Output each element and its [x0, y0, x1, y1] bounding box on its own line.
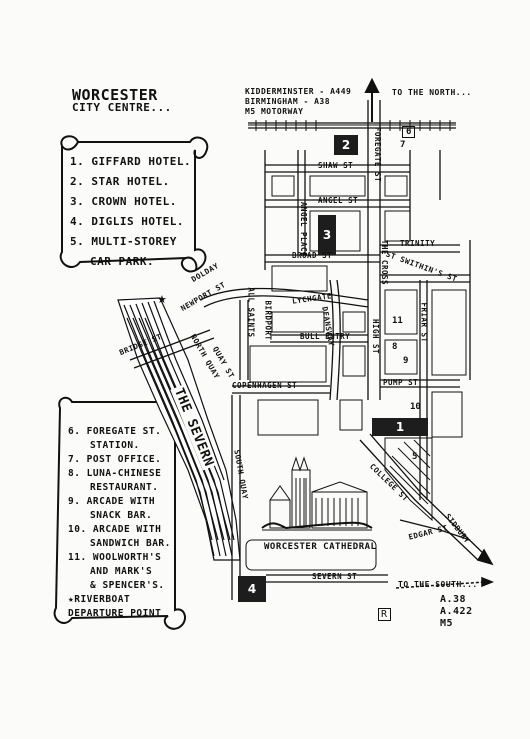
legend-item: 4. DIGLIS HOTEL. — [70, 215, 184, 228]
street-trinity: TRINITY — [400, 239, 436, 248]
marker-1: 1 — [372, 418, 428, 436]
street-bull-entry: BULL ENTRY — [300, 332, 351, 341]
street-grid — [129, 100, 487, 600]
street-shaw: SHAW ST — [318, 161, 354, 170]
legend-item: 1. GIFFARD HOTEL. — [70, 155, 192, 168]
map-subtitle: CITY CENTRE... — [72, 101, 172, 114]
legend-item: 8. LUNA-CHINESE — [68, 468, 162, 479]
street-the-cross: THE CROSS — [380, 239, 390, 286]
legend-item: ★RIVERBOAT — [68, 594, 131, 605]
street-angel-place: ANGEL PLACE — [299, 201, 309, 258]
legend-item: 9. ARCADE WITH — [68, 496, 156, 507]
legend-item: 2. STAR HOTEL. — [70, 175, 170, 188]
legend-item: STATION. — [90, 440, 140, 451]
marker-2: 2 — [334, 135, 358, 155]
legend-item: RESTAURANT. — [90, 482, 159, 493]
hotel-legend: 1. GIFFARD HOTEL. 2. STAR HOTEL. 3. CROW… — [70, 152, 191, 272]
riverboat-star: ★ — [157, 293, 167, 306]
road-label: A.422 — [440, 606, 473, 617]
legend-item: 5. MULTI-STOREY — [70, 235, 177, 248]
marker-6: 6 — [402, 126, 416, 138]
street-foregate: FOREGATE ST — [373, 126, 383, 183]
route-label: BIRMINGHAM - A38 — [245, 97, 331, 106]
street-severn: SEVERN ST — [312, 572, 358, 581]
legend-item: 11. WOOLWORTH'S — [68, 552, 162, 563]
street-broad: BROAD ST — [292, 251, 333, 260]
to-north-label: TO THE NORTH... — [392, 88, 472, 97]
places-legend: 6. FOREGATE ST. STATION. 7. POST OFFICE.… — [68, 425, 171, 621]
marker-10: 10 — [410, 402, 421, 412]
marker-4: 4 — [238, 576, 266, 602]
legend-scroll-places — [53, 396, 188, 630]
street-pump: PUMP ST — [383, 378, 419, 387]
street-copenhagen: COPENHAGEN ST — [232, 381, 298, 390]
street-all-saints: ALL SAINTS — [246, 287, 256, 338]
svg-text:★: ★ — [157, 293, 167, 306]
to-south-label: TO THE SOUTH... — [398, 580, 478, 589]
marker-5: 5 — [412, 452, 418, 462]
legend-item: CAR PARK. — [90, 255, 155, 268]
street-birdport: BIRDPORT — [263, 300, 273, 341]
marker-8: 8 — [392, 342, 398, 352]
map-title: WORCESTER — [72, 86, 158, 104]
north-routes: KIDDERMINSTER - A449 BIRMINGHAM - A38 M5… — [245, 87, 351, 117]
legend-item: 3. CROWN HOTEL. — [70, 195, 177, 208]
legend-item: 6. FOREGATE ST. — [68, 426, 162, 437]
railway-line — [248, 120, 456, 131]
legend-item: DEPARTURE POINT — [68, 608, 162, 619]
south-roads: A.38 A.422 M5 — [440, 594, 473, 630]
city-blocks — [245, 175, 467, 571]
road-label: A.38 — [440, 594, 467, 605]
south-arrow — [395, 548, 495, 589]
cathedral-label: WORCESTER CATHEDRAL — [264, 542, 377, 552]
giffard-hatch — [384, 437, 433, 522]
street-friar: FRIAR ST — [419, 302, 429, 343]
legend-item: & SPENCER'S. — [90, 580, 165, 591]
artist-mark: R — [378, 608, 391, 621]
marker-9: 9 — [403, 356, 409, 366]
street-angel: ANGEL ST — [318, 196, 359, 205]
cathedral-drawing — [261, 456, 373, 531]
route-label: M5 MOTORWAY — [245, 107, 304, 116]
legend-item: 10. ARCADE WITH — [68, 524, 162, 535]
street-high: HIGH ST — [371, 318, 381, 355]
road-label: M5 — [440, 618, 454, 629]
marker-3: 3 — [318, 215, 336, 255]
legend-scroll-hotels — [59, 135, 209, 273]
river-severn — [117, 297, 241, 561]
legend-item: SNACK BAR. — [90, 510, 153, 521]
route-label: KIDDERMINSTER - A449 — [245, 87, 352, 96]
marker-7: 7 — [400, 140, 406, 150]
legend-item: 7. POST OFFICE. — [68, 454, 162, 465]
marker-11: 11 — [392, 316, 403, 326]
legend-item: AND MARK'S — [90, 566, 153, 577]
legend-item: SANDWICH BAR. — [90, 538, 171, 549]
north-arrow — [364, 77, 380, 122]
